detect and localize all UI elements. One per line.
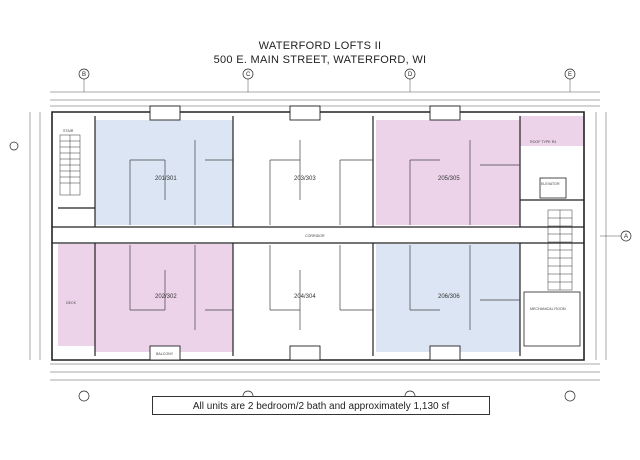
unit-201-301 — [95, 120, 233, 225]
elevator-label: ELEVATOR — [541, 182, 560, 186]
bottom-dimensions — [50, 363, 600, 381]
grid-tag-c: C — [246, 72, 251, 78]
project-address: 500 E. MAIN STREET, WATERFORD, WI — [213, 54, 427, 66]
unit-206-306 — [376, 244, 520, 352]
balcony-label: BALCONY — [156, 352, 174, 356]
grid-tag-a: A — [624, 234, 628, 240]
unit-summary-note: All units are 2 bedroom/2 bath and appro… — [152, 396, 490, 415]
unit-label-204-304: 204/304 — [294, 294, 316, 300]
project-title: WATERFORD LOFTS II — [258, 40, 382, 52]
roof-area — [520, 116, 584, 146]
mechanical-label: MECHANICAL ROOM — [530, 307, 566, 311]
unit-205-305 — [376, 120, 520, 225]
deck-label: DECK — [66, 301, 77, 305]
unit-label-202-302: 202/302 — [155, 294, 177, 300]
grid-bubbles — [9, 68, 632, 402]
top-dimensions — [50, 91, 600, 107]
roof-type-label: ROOF TYPE R4 — [530, 140, 556, 144]
exterior-walls — [51, 111, 585, 361]
unit-label-201-301: 201/301 — [155, 176, 177, 182]
stair-right — [547, 209, 573, 291]
demising-walls — [58, 116, 584, 356]
grid-tag-e: E — [568, 72, 572, 78]
mechanical-room — [523, 291, 581, 347]
grid-tag-b: B — [82, 72, 86, 78]
unit-label-206-306: 206/306 — [438, 294, 460, 300]
corridor-label: CORRIDOR — [305, 234, 325, 238]
unit-202-302 — [95, 244, 233, 352]
unit-204-304 — [233, 244, 373, 352]
unit-label-205-305: 205/305 — [438, 176, 460, 182]
grid-tag-d: D — [408, 72, 413, 78]
deck-area — [58, 244, 95, 346]
corridor-walls — [52, 226, 584, 244]
interior-partitions — [129, 140, 520, 330]
balconies — [149, 105, 461, 361]
elevator-shaft — [539, 177, 567, 199]
unit-203-303 — [233, 120, 373, 225]
stair-left — [59, 134, 81, 196]
unit-label-203-303: 203/303 — [294, 176, 316, 182]
stair-label: STAIR — [63, 129, 74, 133]
